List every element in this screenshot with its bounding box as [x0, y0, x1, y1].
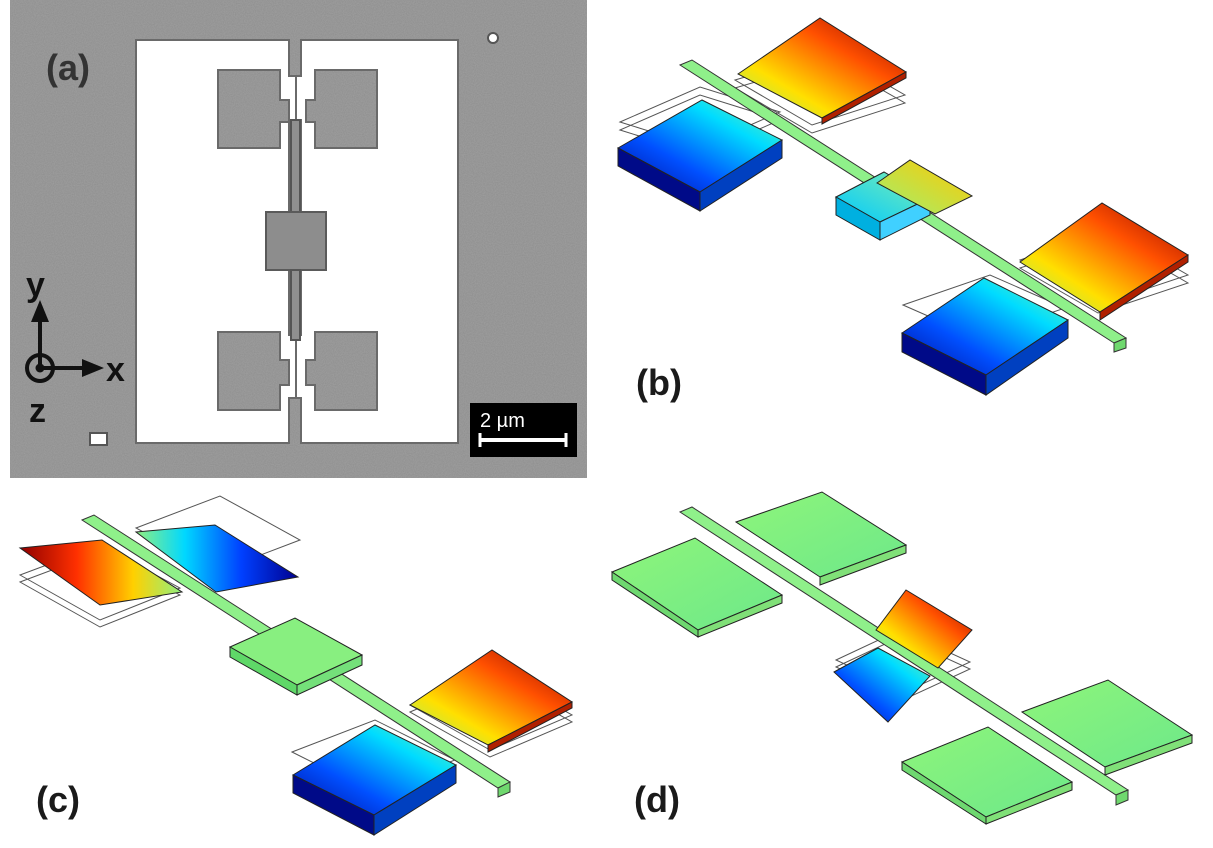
- panel-label-d: (d): [634, 779, 680, 820]
- beam-end: [1115, 789, 1129, 806]
- sem-particle: [89, 432, 108, 446]
- axis-label-x: x: [106, 351, 125, 389]
- scale-bar-box: [470, 403, 577, 457]
- axis-label-z: z: [29, 392, 46, 430]
- scale-bar: 2 µm: [470, 403, 577, 457]
- plate-center-upper: [876, 159, 974, 215]
- panel-label-c: (c): [36, 779, 80, 820]
- panel-a-sem: (a) y x z 2 µm: [10, 0, 587, 478]
- plate-tr-side: [821, 71, 907, 125]
- plate-br: [1020, 679, 1194, 768]
- sem-particle: [487, 32, 499, 44]
- plate-br-side: [487, 701, 573, 753]
- plate-center-upper: [875, 589, 973, 669]
- plate-br-side: [1104, 734, 1193, 776]
- axis-label-y: y: [26, 266, 45, 304]
- panel-c-mode: (c): [18, 495, 574, 836]
- axis-arrowhead-x: [82, 359, 104, 377]
- sem-beam-upper: [290, 119, 301, 216]
- sem-frame: [135, 39, 459, 444]
- plate-bl-side: [985, 319, 1069, 396]
- plate-center-lower: [833, 647, 931, 723]
- plate-center-side: [879, 197, 931, 241]
- plate-bl-side: [985, 781, 1073, 825]
- plate-tl-side: [697, 594, 783, 638]
- panel-label-b: (b): [636, 362, 682, 403]
- plate-tl-side: [699, 139, 783, 212]
- plate-br-side: [1099, 254, 1189, 321]
- sem-beam-lower: [290, 269, 301, 341]
- axis-z-dot: [35, 363, 45, 373]
- plate-tr: [134, 524, 300, 593]
- sem-center-pad: [265, 211, 327, 271]
- axis-arrowhead-y: [31, 300, 49, 322]
- axis-z-out-icon: [25, 353, 55, 383]
- beam-end: [1113, 337, 1127, 353]
- panel-d-mode: (d): [610, 491, 1194, 825]
- scale-bar-label: 2 µm: [480, 410, 525, 432]
- plate-tr-side: [819, 544, 907, 586]
- plate-bl-side: [373, 764, 457, 836]
- panel-label-a: (a): [46, 47, 90, 88]
- plate-br: [409, 649, 573, 746]
- plate-center-side: [296, 654, 363, 696]
- plate-tl: [18, 539, 184, 606]
- beam-end: [497, 781, 511, 798]
- coordinate-axes: y x z: [25, 266, 125, 430]
- panel-b-mode: (b): [616, 17, 1190, 403]
